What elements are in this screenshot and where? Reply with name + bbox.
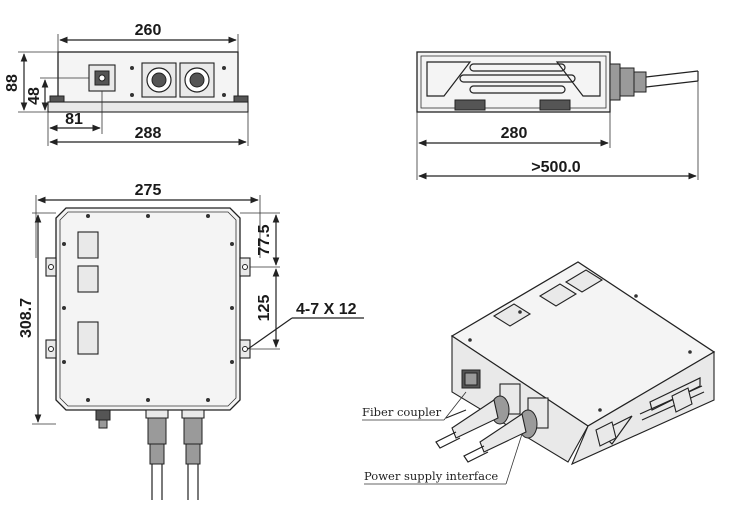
front-fiber-connector [88, 64, 116, 92]
top-power-cables [145, 409, 205, 500]
dim-front-height: 88 [4, 74, 21, 92]
front-power-connector-1 [141, 62, 177, 98]
top-housing [55, 207, 241, 411]
iso-power-cables [435, 383, 549, 463]
isometric-view: Fiber coupler Power supply interface [362, 261, 716, 485]
dim-front-base-width: 288 [135, 125, 162, 142]
front-power-connector-2 [179, 62, 215, 98]
dim-top-width: 275 [135, 182, 162, 199]
dim-side-length: 280 [501, 125, 528, 142]
dim-front-connector-offset: 81 [65, 111, 83, 128]
label-fiber-coupler: Fiber coupler [362, 405, 442, 419]
side-cable [609, 63, 699, 101]
dim-side-total-length: >500.0 [531, 159, 580, 176]
dim-front-connector-height: 48 [26, 87, 43, 105]
top-view: 275 308.7 77.5 125 4-7 X 12 [18, 182, 364, 500]
dim-front-top-width: 260 [135, 22, 162, 39]
dim-top-height: 308.7 [18, 298, 35, 338]
iso-fiber-coupler [445, 369, 481, 419]
side-view: 280 >500.0 [416, 51, 699, 180]
dim-mounting-holes: 4-7 X 12 [296, 301, 357, 318]
label-power-supply-interface: Power supply interface [364, 469, 498, 483]
dim-top-hole-spacing-1: 77.5 [256, 224, 273, 255]
front-view: 260 88 48 81 288 [4, 22, 249, 146]
dim-top-hole-spacing-2: 125 [256, 295, 273, 322]
